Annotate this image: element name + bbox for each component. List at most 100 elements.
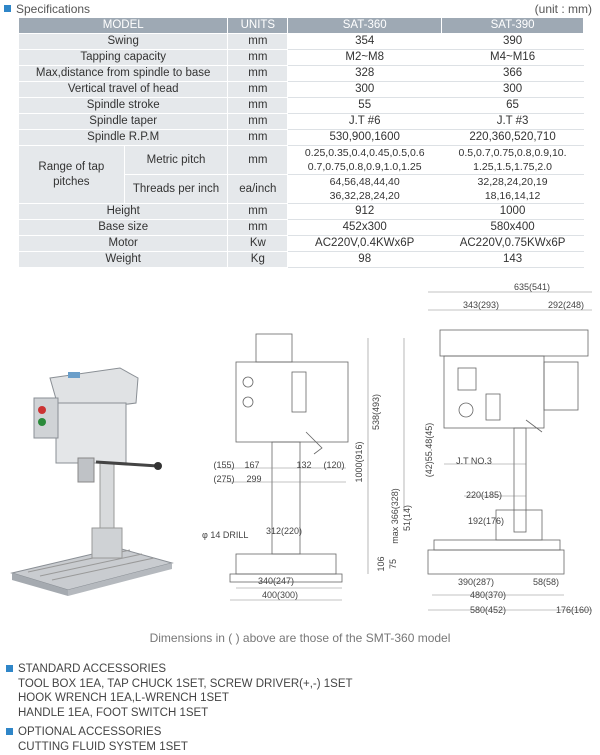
table-header-row: MODEL UNITS SAT-360 SAT-390 [17, 17, 584, 34]
row-label-tap-range: Range of tap pitches [18, 145, 125, 204]
cell-value: 300 [287, 81, 443, 98]
dim-label: 176(160) [556, 605, 592, 615]
unit-note: (unit : mm) [534, 2, 592, 16]
cell-value: J.T #6 [287, 113, 443, 130]
row-unit: mm [227, 81, 289, 98]
list-item: HOOK WRENCH 1EA,L-WRENCH 1SET [18, 692, 229, 704]
dim-label: 312(220) [266, 526, 302, 536]
row-unit: mm [227, 219, 289, 236]
row-label: Spindle taper [17, 113, 229, 130]
row-label: Swing [17, 33, 229, 50]
dim-label: 480(370) [470, 590, 506, 600]
row-unit: mm [227, 49, 289, 66]
dim-label: φ 14 DRILL [202, 530, 248, 540]
optional-accessories: OPTIONAL ACCESSORIES CUTTING FLUID SYSTE… [6, 725, 188, 754]
dim-label: 51(14) [402, 505, 412, 531]
bullet-square-icon [6, 728, 13, 735]
cell-value: 366 [441, 65, 584, 82]
row-label-threads: Threads per inch [123, 174, 229, 204]
row-unit: mm [227, 145, 289, 175]
row-unit: Kg [227, 251, 289, 268]
dim-label: 106 [376, 556, 386, 571]
standard-accessories: STANDARD ACCESSORIES TOOL BOX 1EA, TAP C… [6, 662, 353, 720]
dim-label: 75 [388, 559, 398, 569]
row-label: Spindle R.P.M [17, 129, 229, 146]
col-header-model: MODEL [17, 17, 229, 34]
dim-label: 192(176) [468, 516, 504, 526]
cell-value: 98 [287, 251, 443, 268]
dim-label: (42)55.48(45) [424, 423, 434, 478]
dim-label: max 366(328) [390, 488, 400, 544]
cell-value: M2~M8 [287, 49, 443, 66]
row-unit: mm [227, 97, 289, 114]
cell-value: 530,900,1600 [287, 129, 443, 146]
dim-label: 340(247) [258, 576, 294, 586]
cell-value: J.T #3 [441, 113, 584, 130]
row-unit: mm [227, 33, 289, 50]
optional-title: OPTIONAL ACCESSORIES [18, 726, 162, 738]
dim-label: 292(248) [548, 300, 584, 310]
row-label: Height [17, 203, 229, 220]
specifications-header: Specifications (unit : mm) [4, 2, 592, 16]
dim-label: 58(58) [533, 577, 559, 587]
cell-value: 0.5,0.7,0.75,0.8,0.9,10.1.25,1.5,1.75,2.… [441, 145, 584, 175]
row-unit: mm [227, 129, 289, 146]
row-label: Base size [17, 219, 229, 236]
col-header-sat390: SAT-390 [441, 17, 584, 34]
dim-label: 1000(916) [354, 441, 364, 482]
cell-value: 1000 [441, 203, 584, 220]
row-label: Vertical travel of head [17, 81, 229, 98]
col-header-units: UNITS [227, 17, 289, 34]
dim-label: (155) [213, 460, 234, 470]
tapping-machine-photo [10, 367, 174, 596]
dim-label: 580(452) [470, 605, 506, 615]
cell-value: M4~M16 [441, 49, 584, 66]
cell-value: 300 [441, 81, 584, 98]
row-unit: Kw [227, 235, 289, 252]
cell-value: 65 [441, 97, 584, 114]
row-label: Spindle stroke [17, 97, 229, 114]
dim-label: 635(541) [514, 282, 550, 292]
cell-value: AC220V,0.75KWx6P [441, 235, 584, 252]
dim-label: 343(293) [463, 300, 499, 310]
dim-label: 167 [244, 460, 259, 470]
cell-value: 220,360,520,710 [441, 129, 584, 146]
row-label-metric: Metric pitch [123, 145, 229, 175]
cell-value: 143 [441, 251, 584, 268]
cell-value: 580x400 [441, 219, 584, 236]
standard-title: STANDARD ACCESSORIES [18, 663, 167, 675]
row-unit: mm [227, 65, 289, 82]
dim-label: 299 [246, 474, 261, 484]
bullet-square-icon [4, 5, 11, 12]
dimension-drawing: 635(541) 343(293) 292(248) 538(493) 1000… [202, 282, 592, 615]
bullet-square-icon [6, 665, 13, 672]
row-unit: mm [227, 113, 289, 130]
dim-label: 400(300) [262, 590, 298, 600]
row-label: Motor [17, 235, 229, 252]
table-row: Range of tap pitches Metric pitch mm 0.2… [18, 145, 584, 204]
cell-value: 390 [441, 33, 584, 50]
list-item: HANDLE 1EA, FOOT SWITCH 1SET [18, 706, 209, 719]
dim-label: (275) [213, 474, 234, 484]
row-unit: ea/inch [227, 174, 289, 204]
row-label: Tapping capacity [17, 49, 229, 66]
cell-value: AC220V,0.4KWx6P [287, 235, 443, 252]
cell-value: 328 [287, 65, 443, 82]
col-header-sat360: SAT-360 [287, 17, 443, 34]
row-unit: mm [227, 203, 289, 220]
